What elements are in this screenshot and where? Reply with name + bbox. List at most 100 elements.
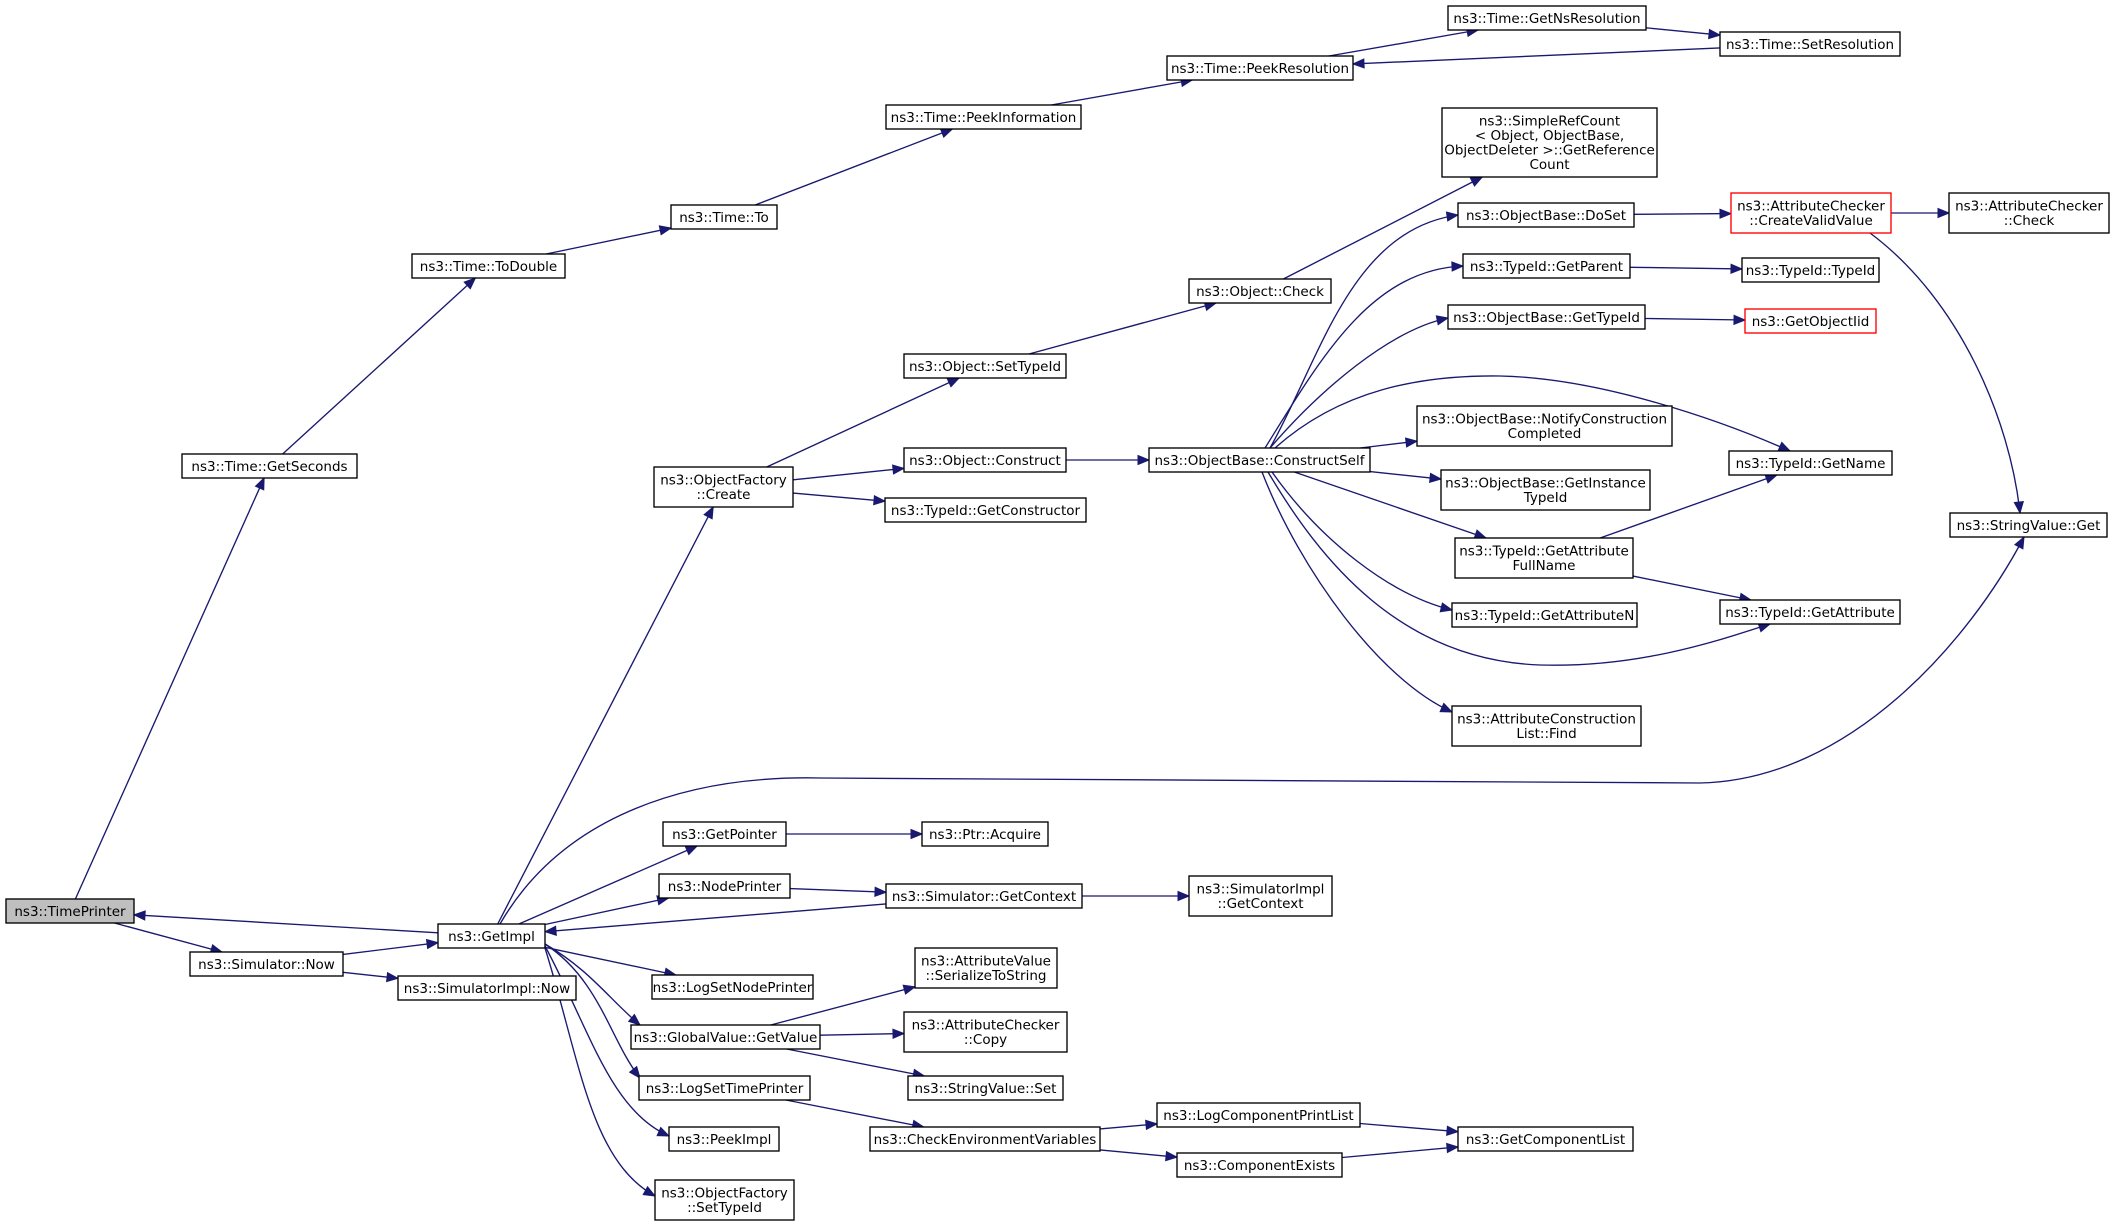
edge-logcompprintlist-to-getcomplist [1359, 1122, 1460, 1136]
edge-constructself-to-getattr [1267, 471, 1772, 666]
edge-line [1261, 471, 1453, 713]
edge-line [1274, 375, 1791, 452]
edge-line [544, 943, 641, 1079]
node-getimpl[interactable]: ns3::GetImpl [437, 923, 546, 949]
node-label: ns3::AttributeValue [921, 954, 1051, 970]
arrowhead [892, 464, 906, 475]
node-label: ns3::NodePrinter [668, 879, 782, 895]
node-getname[interactable]: ns3::TypeId::GetName [1728, 450, 1893, 476]
node-label: ns3::ObjectBase::NotifyConstruction [1422, 412, 1667, 428]
edge-getimpl-to-timeprinter [132, 910, 439, 934]
node-stringvalueset[interactable]: ns3::StringValue::Set [907, 1075, 1064, 1101]
node-getpointer[interactable]: ns3::GetPointer [662, 821, 787, 847]
node-logsettimeprinter[interactable]: ns3::LogSetTimePrinter [638, 1075, 811, 1101]
edge-line [544, 943, 641, 1026]
node-objcheck[interactable]: ns3::Object::Check [1188, 278, 1332, 304]
arrowhead [1445, 211, 1460, 222]
node-typeidtypeid[interactable]: ns3::TypeId::TypeId [1741, 257, 1880, 283]
node-label: ns3::ObjectBase::GetTypeId [1453, 310, 1640, 326]
edge-getimpl-to-nodeprinter [544, 895, 670, 926]
node-peekres[interactable]: ns3::Time::PeekResolution [1166, 55, 1354, 81]
arrowhead [1937, 207, 1951, 219]
node-gvgetvalue[interactable]: ns3::GlobalValue::GetValue [630, 1024, 821, 1050]
node-objsettypeid[interactable]: ns3::Object::SetTypeId [903, 353, 1067, 379]
node-label: ns3::StringValue::Set [915, 1081, 1057, 1097]
edge-line [497, 506, 714, 925]
edge-compexists-to-getcomplist [1341, 1142, 1460, 1159]
node-label: ::CreateValidValue [1749, 213, 1873, 229]
node-achkcopy[interactable]: ns3::AttributeChecker::Copy [903, 1011, 1068, 1053]
node-ofsettypeid[interactable]: ns3::ObjectFactory::SetTypeId [654, 1179, 795, 1221]
node-notifyconstr[interactable]: ns3::ObjectBase::NotifyConstructionCompl… [1416, 405, 1673, 447]
node-box [1447, 304, 1646, 330]
node-setres[interactable]: ns3::Time::SetResolution [1719, 31, 1901, 57]
node-getattrn[interactable]: ns3::TypeId::GetAttributeN [1451, 602, 1638, 628]
edge-line [754, 128, 953, 206]
node-peekinfo[interactable]: ns3::Time::PeekInformation [885, 104, 1082, 130]
node-timeto[interactable]: ns3::Time::To [670, 204, 778, 230]
node-box [1188, 278, 1332, 304]
node-todouble[interactable]: ns3::Time::ToDouble [411, 253, 566, 279]
node-compexists[interactable]: ns3::ComponentExists [1176, 1152, 1343, 1178]
node-label: ns3::ComponentExists [1184, 1158, 1335, 1174]
edge-getattrfullname-to-getattr [1632, 575, 1753, 603]
node-getparent[interactable]: ns3::TypeId::GetParent [1462, 253, 1631, 279]
edge-getimpl-to-logsettimeprinter [544, 943, 641, 1080]
node-label: ns3::ObjectBase::DoSet [1466, 208, 1626, 224]
node-achkcreate[interactable]: ns3::AttributeChecker::CreateValidValue [1730, 192, 1892, 234]
edge-getnsres-to-setres [1645, 27, 1722, 40]
node-logsetnodeprinter[interactable]: ns3::LogSetNodePrinter [651, 974, 814, 1000]
node-box [638, 1075, 811, 1101]
node-achkcheck[interactable]: ns3::AttributeChecker::Check [1948, 192, 2110, 234]
edge-line [1645, 27, 1721, 36]
node-box [437, 923, 546, 949]
node-label: ns3::PeekImpl [677, 1132, 772, 1148]
arrowhead [2013, 501, 2024, 515]
node-avserialize[interactable]: ns3::AttributeValue::SerializeToString [914, 947, 1058, 989]
node-box [654, 1179, 795, 1221]
node-getseconds[interactable]: ns3::Time::GetSeconds [181, 453, 358, 479]
node-doset[interactable]: ns3::ObjectBase::DoSet [1457, 202, 1635, 228]
node-label: ns3::TypeId::GetAttributeN [1455, 608, 1635, 624]
node-checkenv[interactable]: ns3::CheckEnvironmentVariables [869, 1126, 1101, 1152]
node-getconstructor[interactable]: ns3::TypeId::GetConstructor [884, 497, 1087, 523]
node-getcomplist[interactable]: ns3::GetComponentList [1457, 1126, 1634, 1152]
node-box [1457, 202, 1635, 228]
edge-line [1369, 470, 1442, 480]
node-simimplgetcontext[interactable]: ns3::SimulatorImpl::GetContext [1188, 875, 1333, 917]
node-obgettypeid[interactable]: ns3::ObjectBase::GetTypeId [1447, 304, 1646, 330]
node-nodeprinter[interactable]: ns3::NodePrinter [658, 873, 791, 899]
node-box [1949, 512, 2108, 538]
arrowhead [1137, 454, 1151, 466]
node-label: ns3::TypeId::GetParent [1470, 259, 1623, 275]
node-simplerefcount[interactable]: ns3::SimpleRefCount< Object, ObjectBase,… [1441, 107, 1658, 178]
node-ptracquire[interactable]: ns3::Ptr::Acquire [921, 821, 1049, 847]
node-objconstruct[interactable]: ns3::Object::Construct [903, 447, 1067, 473]
arrowhead [910, 828, 924, 840]
node-ofcreate[interactable]: ns3::ObjectFactory::Create [653, 466, 794, 508]
node-peekimpl[interactable]: ns3::PeekImpl [668, 1126, 780, 1152]
node-stringvalueget[interactable]: ns3::StringValue::Get [1949, 512, 2108, 538]
node-simgetcontext[interactable]: ns3::Simulator::GetContext [885, 883, 1083, 909]
node-box [189, 951, 344, 977]
edge-nodeprinter-to-simgetcontext [789, 886, 888, 898]
node-simnow[interactable]: ns3::Simulator::Now [189, 951, 344, 977]
node-constructself[interactable]: ns3::ObjectBase::ConstructSelf [1148, 447, 1371, 473]
arrowhead [1446, 1125, 1460, 1136]
node-label: ::Copy [964, 1032, 1007, 1048]
node-label: ns3::Object::Construct [909, 453, 1061, 469]
node-timeprinter[interactable]: ns3::TimePrinter [5, 898, 135, 924]
edge-gvgetvalue-to-achkcopy [819, 1028, 906, 1040]
edge-ofcreate-to-objconstruct [792, 464, 906, 481]
node-getobjectiid[interactable]: ns3::GetObjectIid [1744, 308, 1877, 334]
node-getnsres[interactable]: ns3::Time::GetNsResolution [1447, 5, 1647, 31]
node-simimplnow[interactable]: ns3::SimulatorImpl::Now [397, 975, 577, 1001]
node-box [1441, 107, 1658, 178]
node-getattr[interactable]: ns3::TypeId::GetAttribute [1719, 599, 1901, 625]
edge-line [1633, 212, 1732, 216]
node-logcompprintlist[interactable]: ns3::LogComponentPrintList [1156, 1102, 1361, 1128]
